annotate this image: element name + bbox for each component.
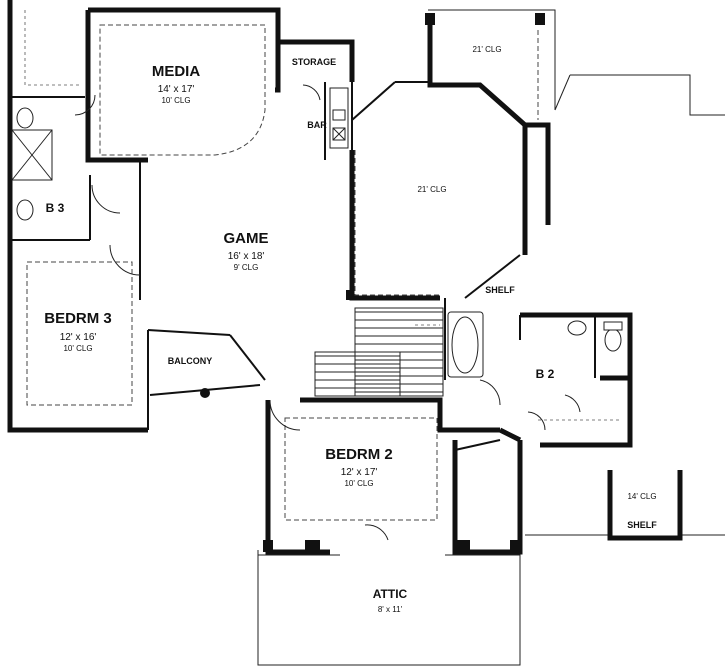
room-bath2: B 2 (536, 367, 555, 381)
room-bedrm3: BEDRM 3 12' x 16' 10' CLG (44, 310, 112, 353)
room-bar: BAR (307, 120, 327, 130)
ceiling-label: 21' CLG (417, 185, 446, 194)
room-bath3: B 3 (46, 201, 65, 215)
room-media: MEDIA 14' x 17' 10' CLG (152, 63, 201, 105)
room-attic: ATTIC 8' x 11' (373, 587, 408, 614)
sink-b3 (16, 199, 34, 221)
room-storage: STORAGE (292, 57, 336, 67)
room-name: ATTIC (373, 587, 408, 601)
ceiling-outlines (24, 10, 620, 521)
toilet-b2 (604, 328, 622, 352)
room-size: 16' x 18' (228, 251, 265, 262)
room-shelf: SHELF (627, 520, 657, 530)
room-shelf: SHELF (485, 285, 515, 295)
columns (200, 13, 545, 552)
room-ceiling: 10' CLG (344, 479, 373, 488)
room-ceiling: 10' CLG (63, 344, 92, 353)
room-bedrm2: BEDRM 2 12' x 17' 10' CLG (325, 446, 393, 488)
ceiling-label: 14' CLG (627, 492, 656, 501)
doors (74, 84, 581, 541)
room-size: 12' x 17' (341, 467, 378, 478)
room-size: 14' x 17' (158, 84, 195, 95)
fixtures (11, 87, 623, 378)
room-size: 8' x 11' (378, 605, 403, 614)
room-name: MEDIA (152, 63, 201, 80)
room-game: GAME 16' x 18' 9' CLG (224, 230, 269, 272)
room-balcony: BALCONY (168, 356, 213, 366)
roof-outline (257, 9, 725, 666)
room-ceiling: 10' CLG (161, 96, 190, 105)
stairs (314, 307, 444, 397)
sink-b2 (567, 320, 587, 336)
room-name: BEDRM 2 (325, 446, 393, 463)
exterior-walls (7, 0, 683, 555)
room-name: GAME (224, 230, 269, 247)
room-ceiling: 9' CLG (234, 263, 259, 272)
interior-walls (10, 81, 596, 451)
ceiling-label: 21' CLG (472, 45, 501, 54)
room-size: 12' x 16' (60, 332, 97, 343)
room-name: BEDRM 3 (44, 310, 112, 327)
toilet-b3 (16, 107, 34, 129)
